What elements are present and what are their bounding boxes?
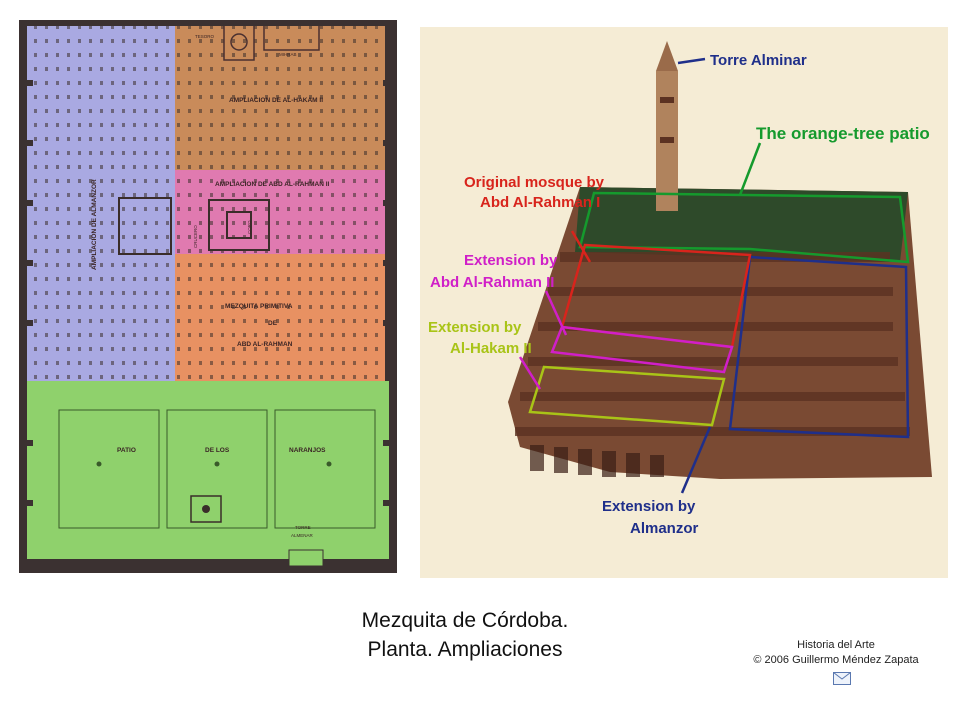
- label-mihrab: MIHRAB: [279, 52, 297, 57]
- label-primitive-2: DE: [268, 320, 278, 327]
- caption: Mezquita de Córdoba. Planta. Ampliacione…: [300, 606, 630, 664]
- label-patio-2: DE LOS: [205, 447, 230, 454]
- label-primitive-1: MEZQUITA PRIMITIVA: [225, 303, 293, 310]
- label-primitive-3: ABD AL-RAHMAN: [237, 341, 293, 348]
- label-abd-al-rahman-ii: AMPLIACION DE ABD AL-RAHMAN II: [215, 181, 330, 188]
- zone-patio: [27, 381, 389, 559]
- label-crucero: CRUCERO: [193, 225, 198, 248]
- label-hakam-1: Extension by: [428, 319, 522, 336]
- label-torre: TORRE: [295, 525, 311, 530]
- outline-abd-al-rahman-ii: [550, 325, 734, 374]
- aerial-diagram: Torre Alminar The orange-tree patio Orig…: [420, 27, 948, 578]
- label-ext2-2: Abd Al-Rahman II: [430, 274, 554, 291]
- label-hakam-2: Al-Hakam II: [450, 340, 532, 357]
- label-almenar: ALMENAR: [291, 533, 314, 538]
- label-almanzor: AMPLIACION DE ALMANZOR: [91, 179, 98, 270]
- label-original-1: Original mosque by: [464, 174, 605, 191]
- outline-almanzor: [728, 255, 910, 439]
- credit: Historia del Arte © 2006 Guillermo Ménde…: [742, 638, 930, 668]
- label-torre-alminar: Torre Alminar: [710, 52, 807, 69]
- label-almanzor-2: Almanzor: [630, 520, 699, 537]
- credit-line-1: Historia del Arte: [797, 639, 875, 651]
- caption-line-2: Planta. Ampliaciones: [367, 638, 563, 661]
- envelope-icon[interactable]: [833, 672, 851, 685]
- outline-al-hakam: [528, 365, 726, 427]
- label-almanzor-1: Extension by: [602, 498, 696, 515]
- caption-line-1: Mezquita de Córdoba.: [361, 609, 569, 632]
- credit-line-2: © 2006 Guillermo Méndez Zapata: [753, 654, 919, 666]
- label-tesoro: TESORO: [195, 34, 215, 39]
- label-ext2-1: Extension by: [464, 252, 558, 269]
- label-original-2: Abd Al-Rahman I: [480, 194, 600, 211]
- floor-plan: AMPLIACION DE ALMANZOR AMPLIACION DE AL-…: [19, 20, 397, 573]
- label-coro: CORO: [247, 220, 252, 234]
- label-al-hakam: AMPLIACION DE AL-HAKAM II: [229, 97, 323, 104]
- label-patio-1: PATIO: [117, 447, 136, 454]
- outline-patio: [578, 191, 910, 264]
- label-orange-tree-patio: The orange-tree patio: [756, 124, 930, 143]
- label-patio-3: NARANJOS: [289, 447, 326, 454]
